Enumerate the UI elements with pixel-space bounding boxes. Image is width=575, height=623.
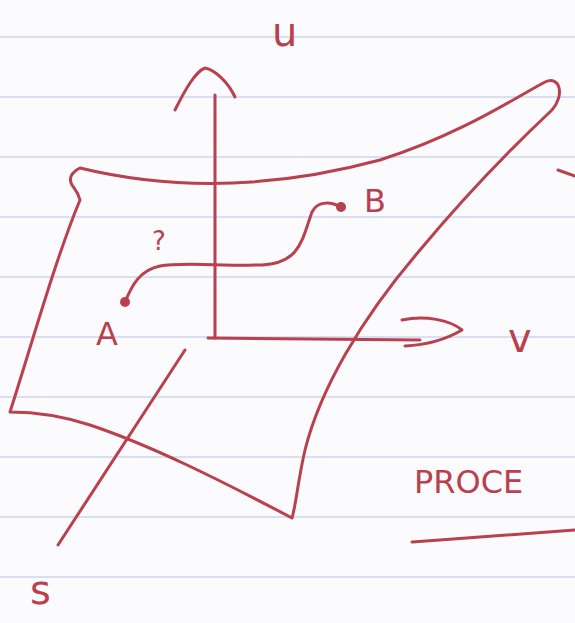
heading-text: PROCE (414, 466, 523, 498)
path-a-to-b (125, 203, 340, 302)
surface-outline (10, 81, 559, 518)
s-axis (58, 350, 185, 545)
point-label: A (96, 318, 118, 350)
u-axis (214, 95, 217, 338)
v-arrowhead (402, 318, 462, 346)
axis-label: v (508, 318, 532, 358)
axis-label: u (272, 12, 297, 52)
ruled-lines (0, 37, 575, 577)
question-mark: ? (152, 228, 166, 254)
u-arrowhead (175, 68, 235, 110)
point-label: B (364, 185, 386, 217)
point-b (336, 202, 346, 212)
axis-label: s (30, 570, 51, 610)
underline (412, 530, 575, 542)
side-stroke (558, 170, 575, 176)
v-axis (208, 338, 420, 340)
point-a (120, 297, 130, 307)
